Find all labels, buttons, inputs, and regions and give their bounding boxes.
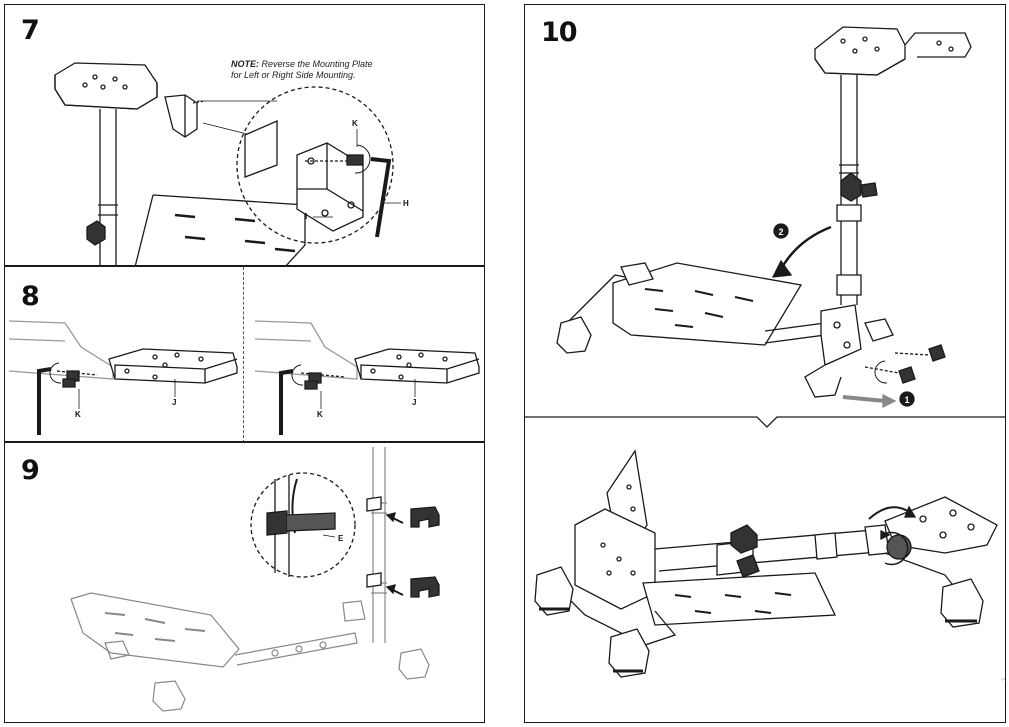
- step-9-illustration: [70, 447, 440, 712]
- label-e-step9: E: [338, 534, 344, 543]
- callout-1-number: 1: [904, 395, 909, 405]
- step-8-illustration: [8, 320, 480, 435]
- note-label: NOTE:: [231, 59, 259, 69]
- callout-2-number: 2: [778, 227, 783, 237]
- step-10-illustration: 2 1: [525, 26, 1005, 678]
- label-j-step8-left: J: [172, 398, 177, 407]
- edge-mark: ‹‹: [1001, 676, 1006, 683]
- step-number-10: 10: [541, 17, 578, 48]
- mounting-plate-note: NOTE: Reverse the Mounting Plate for Lef…: [231, 59, 373, 81]
- label-k-step8-left: K: [75, 410, 81, 419]
- step-number-9: 9: [21, 455, 40, 486]
- panel-step-9: 9: [4, 442, 485, 723]
- step-number-7: 7: [21, 15, 40, 46]
- label-h-step7: H: [403, 199, 409, 208]
- label-k-step7: K: [352, 119, 358, 128]
- panel-step-7: 7 NOTE: Reverse the Mounting Plate for L…: [4, 4, 485, 266]
- step-number-8: 8: [21, 281, 40, 312]
- panel-step-8: 8: [4, 266, 485, 442]
- note-text-line-2: for Left or Right Side Mounting.: [231, 70, 356, 80]
- panel-step-10: 10: [524, 4, 1006, 723]
- label-k-step8-right: K: [317, 410, 323, 419]
- label-i-step7: I: [305, 212, 308, 221]
- label-j-step8-right: J: [412, 398, 417, 407]
- note-text-line-1: Reverse the Mounting Plate: [259, 59, 373, 69]
- step-7-illustration: [54, 62, 401, 265]
- step-8-divider: [243, 267, 244, 441]
